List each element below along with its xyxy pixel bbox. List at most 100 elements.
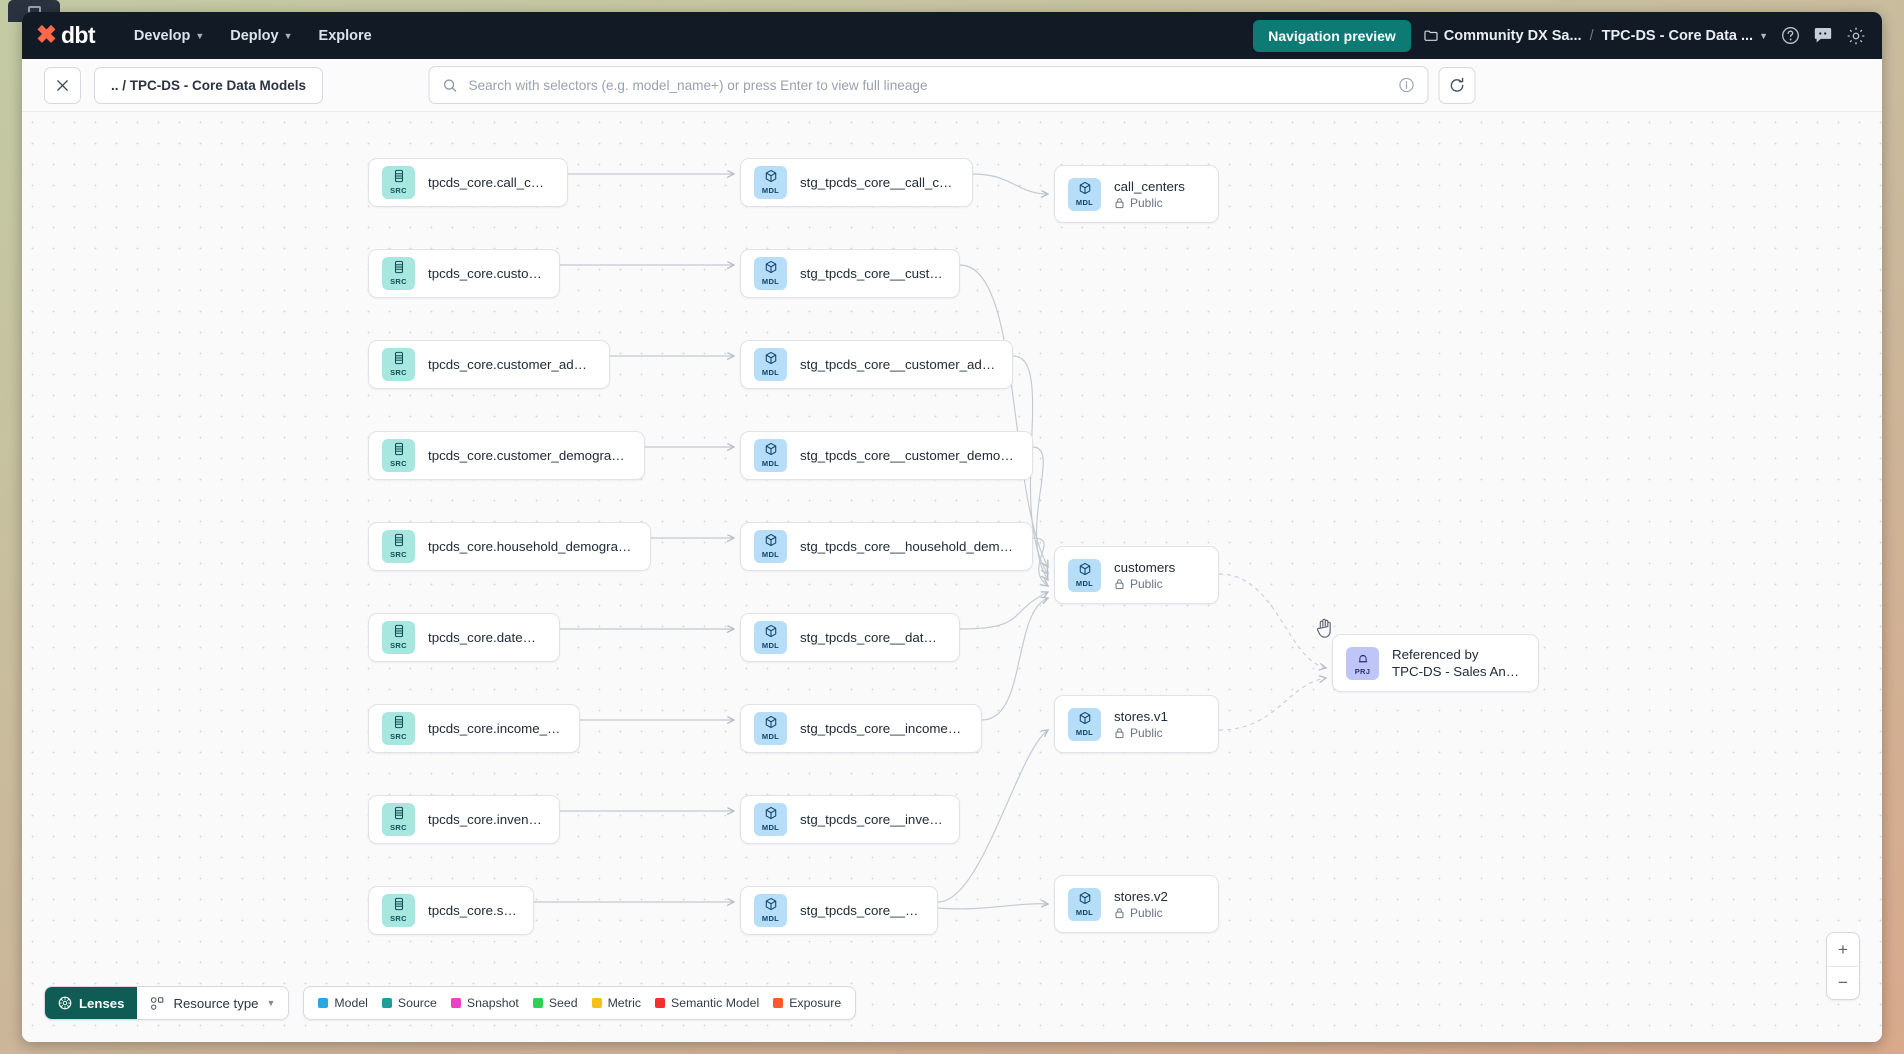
legend-item-semantic-model[interactable]: Semantic Model [655, 996, 759, 1010]
node-title: stores.v1 [1114, 708, 1168, 724]
chevron-down-icon: ▼ [195, 30, 205, 41]
legend-item-exposure[interactable]: Exposure [773, 996, 841, 1010]
lineage-edges [534, 112, 1882, 910]
node-badge-label: SRC [390, 186, 407, 196]
node-title: stg_tpcds_core__customer [800, 266, 943, 281]
lens-icon [58, 996, 72, 1010]
close-button[interactable] [44, 66, 81, 104]
navigation-preview-badge[interactable]: Navigation preview [1253, 19, 1411, 52]
refresh-icon [1450, 77, 1464, 92]
legend-swatch [655, 998, 666, 1008]
node-badge-label: MDL [1075, 907, 1094, 917]
dbt-logo[interactable]: ✖ dbt [36, 21, 96, 49]
nav-item-develop-label: Develop [133, 27, 191, 44]
lineage-node-mdl_customer_address[interactable]: MDL stg_tpcds_core__customer_address [740, 340, 1013, 389]
lenses-group: Lenses Resource type ▼ [44, 986, 290, 1020]
node-title: stg_tpcds_core__store [800, 903, 921, 918]
cube-icon: MDL [754, 894, 787, 927]
chevron-down-icon: ▼ [1759, 30, 1768, 41]
node-badge-label: SRC [390, 550, 407, 560]
help-circle-icon[interactable] [1781, 26, 1800, 45]
cube-icon: MDL [754, 348, 787, 381]
database-icon: SRC [382, 439, 415, 472]
cube-icon: MDL [754, 166, 787, 199]
cube-icon: MDL [754, 712, 787, 745]
legend-swatch [318, 998, 329, 1008]
legend-item-source[interactable]: Source [381, 996, 437, 1010]
breadcrumb-account-label: Community DX Sa... [1443, 27, 1582, 44]
nav-item-develop[interactable]: Develop ▼ [121, 21, 217, 51]
node-badge-label: PRJ [1354, 666, 1371, 676]
breadcrumb-account[interactable]: Community DX Sa... [1424, 28, 1582, 44]
node-subtitle: TPC-DS - Sales Analytics [1392, 664, 1522, 679]
search-box[interactable] [428, 66, 1429, 104]
dbt-logo-mark: ✖ [36, 21, 57, 49]
resource-type-dropdown[interactable]: Resource type ▼ [137, 987, 289, 1019]
node-title: stg_tpcds_core__customer_address [800, 357, 996, 372]
lock-icon [1115, 197, 1124, 208]
cube-icon: MDL [754, 257, 787, 290]
legend-item-model[interactable]: Model [318, 996, 368, 1010]
nav-item-explore[interactable]: Explore [306, 21, 385, 51]
nav-item-explore-label: Explore [318, 27, 372, 44]
cube-icon: MDL [1068, 707, 1101, 741]
node-badge-label: SRC [390, 277, 407, 287]
lineage-node-mdl_customer[interactable]: MDL stg_tpcds_core__customer [740, 249, 960, 298]
node-title: stg_tpcds_core__income_band [800, 721, 965, 736]
node-title: tpcds_core.inventory [428, 812, 543, 827]
lineage-node-mdl_store[interactable]: MDL stg_tpcds_core__store [740, 886, 938, 935]
nav-item-deploy[interactable]: Deploy ▼ [217, 21, 305, 51]
database-icon: SRC [382, 166, 415, 199]
feedback-icon[interactable] [1813, 26, 1833, 45]
zoom-in-button[interactable]: + [1838, 939, 1848, 959]
legend-item-snapshot[interactable]: Snapshot [450, 996, 519, 1010]
close-icon [57, 79, 68, 91]
database-icon: SRC [382, 348, 415, 381]
lenses-label: Lenses [79, 995, 125, 1011]
lenses-button[interactable]: Lenses [45, 987, 138, 1019]
lineage-node-mdl_income_band[interactable]: MDL stg_tpcds_core__income_band [740, 704, 982, 753]
cube-icon: MDL [1068, 177, 1101, 211]
node-access-badge: Public [1114, 577, 1175, 591]
breadcrumb-chip[interactable]: .. / TPC-DS - Core Data Models [94, 66, 324, 104]
search-input[interactable] [468, 77, 1388, 93]
cube-icon: MDL [1068, 887, 1101, 921]
breadcrumb-project[interactable]: TPC-DS - Core Data ... ▼ [1602, 28, 1768, 44]
node-title: stg_tpcds_core__customer_demogra... [800, 448, 1016, 463]
gear-icon[interactable] [1846, 26, 1866, 46]
cube-icon: MDL [754, 621, 787, 654]
refresh-button[interactable] [1438, 66, 1476, 104]
node-title: tpcds_core.household_demographics [428, 539, 634, 554]
legend-label: Semantic Model [671, 996, 760, 1010]
node-badge-label: SRC [390, 732, 407, 742]
legend-item-metric[interactable]: Metric [591, 996, 641, 1010]
zoom-out-button[interactable]: − [1827, 966, 1859, 999]
legend-item-seed[interactable]: Seed [532, 996, 578, 1010]
chevron-down-icon: ▼ [266, 998, 276, 1008]
node-title: tpcds_core.date_dim [428, 630, 543, 645]
node-access-badge: Public [1114, 196, 1185, 210]
info-circle-icon[interactable] [1399, 77, 1415, 93]
legend-swatch [381, 998, 392, 1008]
lineage-node-src_household_demog[interactable]: SRC tpcds_core.household_demographics [368, 522, 651, 571]
